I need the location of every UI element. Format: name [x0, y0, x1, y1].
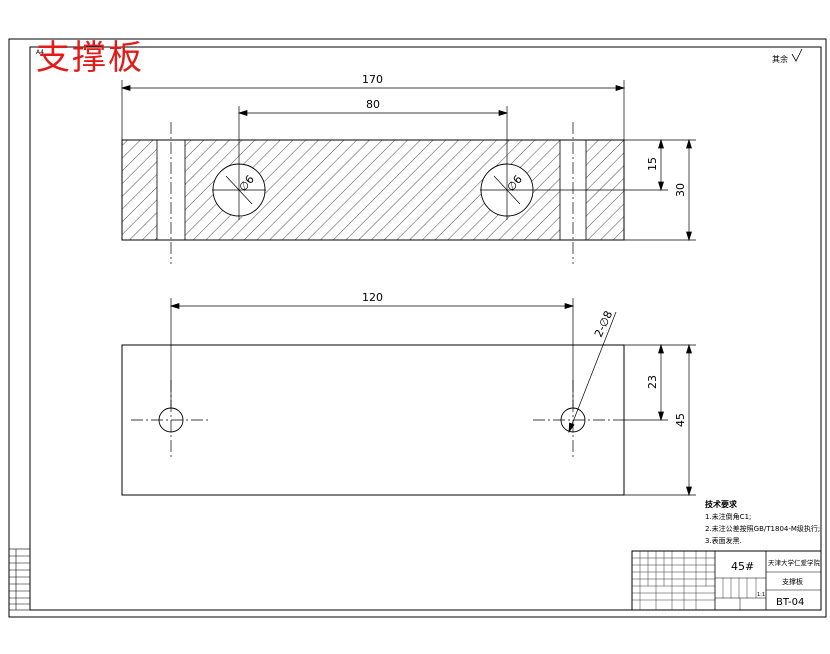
title-block [631, 550, 822, 611]
drawing-number: BT-04 [776, 597, 804, 608]
roughness-note: 其余 [772, 54, 788, 64]
dim-hole-spacing-top: 80 [366, 98, 380, 111]
roughness-symbol-icon [791, 48, 803, 62]
part-title: 支撑板 [36, 38, 144, 78]
outer-border [8, 38, 827, 618]
dim-hole-spacing-front: 120 [362, 291, 383, 304]
binding-strip [8, 548, 31, 611]
dim-hole-callout: 2-∅8 [592, 309, 615, 339]
notes-title: 技术要求 [705, 500, 737, 509]
dim-half-height: 15 [646, 157, 659, 171]
dim-height-top: 30 [674, 183, 687, 197]
dim-overall-length: 170 [362, 73, 383, 86]
note-item: 3.表面发黑. [705, 537, 742, 545]
note-item: 1.未注倒角C1; [705, 513, 752, 521]
material-label: 45# [731, 560, 754, 573]
company-name: 天津大学仁爱学院 [768, 558, 821, 567]
top-view: ∅6 ∅6 170 80 [120, 73, 696, 264]
note-item: 2.未注公差按照GB/T1804-M级执行; [705, 525, 821, 533]
part-name-cell: 支撑板 [782, 577, 803, 586]
technical-notes: 技术要求 1.未注倒角C1; 2.未注公差按照GB/T1804-M级执行; 3.… [705, 499, 820, 547]
front-view: 120 2-∅8 23 45 [121, 291, 696, 497]
inner-border [29, 46, 822, 611]
sheet-size-label: A4 [36, 49, 44, 56]
scale-value: 1:1 [757, 592, 765, 598]
dim-center-height: 23 [646, 375, 659, 389]
dim-height-front: 45 [674, 413, 687, 427]
